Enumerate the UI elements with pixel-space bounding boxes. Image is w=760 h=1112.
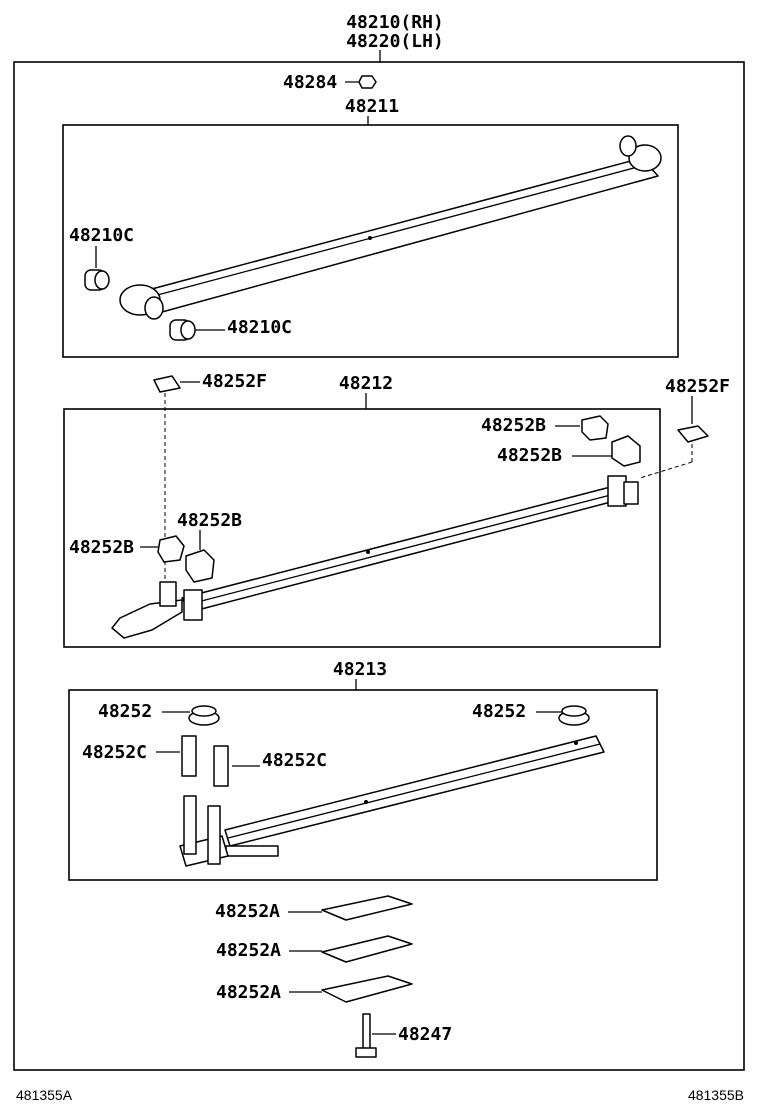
part-label-48213[interactable]: 48213: [333, 659, 387, 680]
box-48213: [68, 689, 658, 881]
part-label-48252-1[interactable]: 48252: [98, 701, 152, 722]
clip-f-icon-1: [153, 375, 181, 393]
clip-c-icon-2: [213, 745, 229, 787]
main-leaf-spring-icon: [119, 135, 662, 320]
part-label-48247[interactable]: 48247: [398, 1024, 452, 1045]
part-label-48252a-1[interactable]: 48252A: [215, 901, 280, 922]
assembly-label-lh[interactable]: 48220(LH): [346, 31, 444, 52]
part-label-48252b-4[interactable]: 48252B: [69, 537, 134, 558]
bushing-icon-1: [84, 269, 110, 291]
part-label-48252b-2[interactable]: 48252B: [497, 445, 562, 466]
clip-b-icon-2: [611, 435, 641, 467]
clip-b-icon-3: [185, 549, 215, 583]
part-label-48252f-2[interactable]: 48252F: [665, 376, 730, 397]
third-leaf-spring-icon: [179, 735, 605, 867]
part-label-48252c-1[interactable]: 48252C: [82, 742, 147, 763]
second-leaf-spring-icon: [111, 475, 639, 639]
part-label-48252b-3[interactable]: 48252B: [177, 510, 242, 531]
nut-icon: [358, 75, 377, 89]
box-48212: [63, 408, 661, 648]
outer-frame: [13, 61, 745, 1071]
part-label-48252f-1[interactable]: 48252F: [202, 371, 267, 392]
part-label-48210c-1[interactable]: 48210C: [69, 225, 134, 246]
assembly-label-rh[interactable]: 48210(RH): [346, 12, 444, 33]
box-48211: [62, 124, 679, 358]
clip-b-icon-1: [581, 415, 609, 441]
rubber-pad-icon-2: [558, 705, 590, 726]
plate-a-icon-1: [321, 895, 413, 921]
part-label-48252-2[interactable]: 48252: [472, 701, 526, 722]
plate-a-icon-3: [321, 975, 413, 1003]
part-label-48212[interactable]: 48212: [339, 373, 393, 394]
part-label-48210c-2[interactable]: 48210C: [227, 317, 292, 338]
part-label-48252a-2[interactable]: 48252A: [216, 940, 281, 961]
part-label-48252b-1[interactable]: 48252B: [481, 415, 546, 436]
part-label-48252a-3[interactable]: 48252A: [216, 982, 281, 1003]
bushing-icon-2: [169, 319, 196, 341]
clip-f-icon-2: [677, 425, 709, 443]
footer-code-right: 481355B: [688, 1087, 744, 1103]
clip-b-icon-4: [157, 535, 185, 563]
part-label-48211[interactable]: 48211: [345, 96, 399, 117]
part-label-48252c-2[interactable]: 48252C: [262, 750, 327, 771]
part-label-48284[interactable]: 48284: [283, 72, 337, 93]
center-bolt-icon: [355, 1013, 377, 1058]
plate-a-icon-2: [321, 935, 413, 963]
dashed-guide-right-2: [639, 461, 693, 479]
clip-c-icon-1: [181, 735, 197, 777]
rubber-pad-icon-1: [188, 705, 220, 726]
footer-code-left: 481355A: [16, 1087, 73, 1103]
